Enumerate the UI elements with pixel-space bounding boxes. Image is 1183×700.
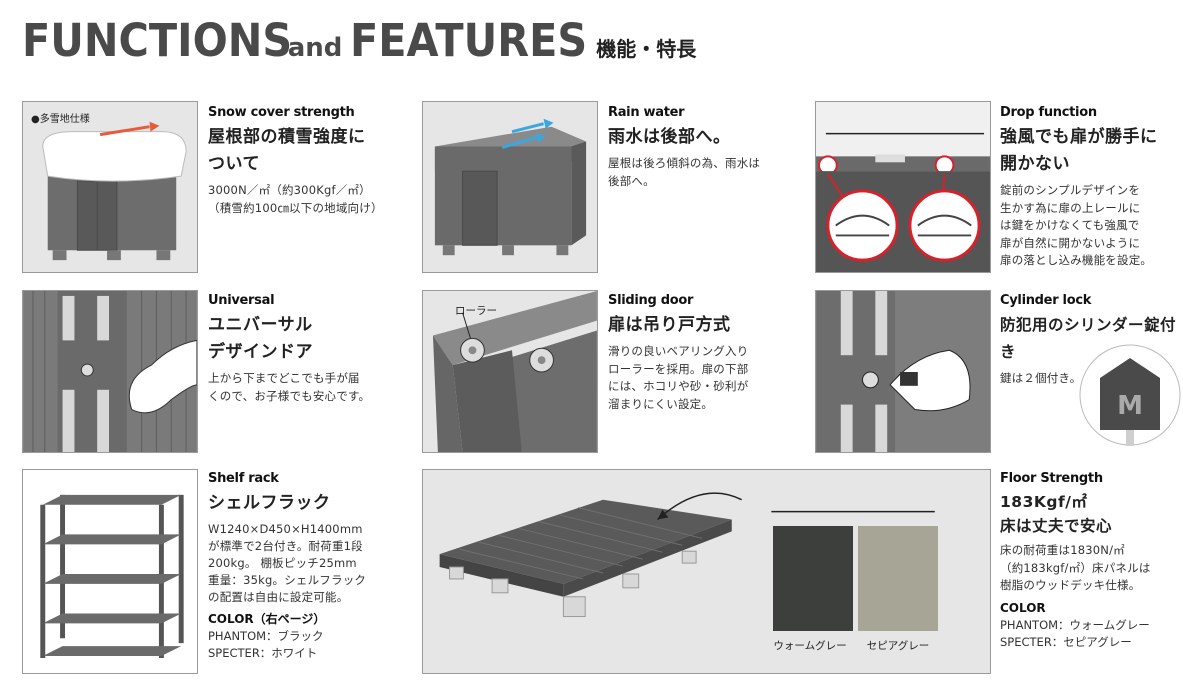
drop-desc: 錠前のシンプルデザインを 生かす為に扉の上レールに は鍵をかけなくても強風で 扉… xyxy=(1000,183,1153,267)
key-icon: M xyxy=(1079,344,1181,446)
shelf-colors: PHANTOM：ブラック SPECTER：ホワイト xyxy=(208,629,324,660)
drop-subtitle: 強風でも扉が勝手に 開かない xyxy=(1000,127,1158,174)
swatch-warm-grey xyxy=(773,526,853,631)
cylinder-desc: 鍵は２個付き。 xyxy=(1000,371,1082,385)
feature-cylinder: Cylinder lock 防犯用のシリンダー錠付き 鍵は２個付き。 xyxy=(1000,292,1183,388)
feature-universal: Universal ユニバーサル デザインドア 上から下までどこでも手が届 くの… xyxy=(208,292,418,405)
shelf-illustration xyxy=(22,469,198,674)
floor-desc: 床の耐荷重は1830N/㎡ （約183kgf/㎡）床パネルは 樹脂のウッドデッキ… xyxy=(1000,543,1151,592)
title-functions: FUNCTIONS xyxy=(22,14,293,67)
universal-desc: 上から下までどこでも手が届 くので、お子様でも安心です。 xyxy=(208,371,371,403)
rain-subtitle: 雨水は後部へ。 xyxy=(608,127,731,147)
snow-desc: 3000N／㎡（約300Kgf／㎡） （積雪約100㎝以下の地域向け） xyxy=(208,183,383,215)
cylinder-illustration xyxy=(815,290,991,453)
drop-rail-image xyxy=(816,102,990,272)
floor-color-label: COLOR xyxy=(1000,600,1046,615)
floor-title: Floor Strength xyxy=(1000,471,1103,486)
rain-desc: 屋根は後ろ傾斜の為、雨水は 後部へ。 xyxy=(608,156,761,188)
universal-illustration xyxy=(22,290,198,453)
snow-title: Snow cover strength xyxy=(208,105,355,120)
key-illustration: M xyxy=(1078,340,1182,450)
title-features: FEATURES xyxy=(350,14,588,67)
snow-illustration: ●多雪地仕様 xyxy=(22,101,198,273)
feature-drop: Drop function 強風でも扉が勝手に 開かない 錠前のシンプルデザイン… xyxy=(1000,104,1180,270)
universal-title: Universal xyxy=(208,293,275,308)
rain-title: Rain water xyxy=(608,105,685,120)
title-jp: 機能・特長 xyxy=(596,37,697,61)
swatch-sepia-grey-label: セピアグレー xyxy=(866,640,930,652)
sliding-title: Sliding door xyxy=(608,293,694,308)
sliding-desc: 滑りの良いベアリング入り ローラーを採用。扉の下部 には、ホコリや砂・砂利が 溜… xyxy=(608,344,749,411)
sliding-roller-image xyxy=(432,291,597,452)
universal-subtitle: ユニバーサル デザインドア xyxy=(208,315,313,362)
feature-floor: Floor Strength 183Kgf/㎡ 床は丈夫で安心 床の耐荷重は18… xyxy=(1000,470,1183,651)
snow-subtitle: 屋根部の積雪強度に ついて xyxy=(208,127,366,174)
shelf-color-label: COLOR（右ページ） xyxy=(208,612,326,626)
shelf-desc: W1240×D450×H1400mm が標準で2台付き。耐荷重1段 200kg。… xyxy=(208,522,367,604)
page-header: FUNCTIONS and FEATURES 機能・特長 xyxy=(22,14,696,74)
roller-label: ローラー xyxy=(455,305,497,317)
cylinder-subtitle: 防犯用のシリンダー錠付き xyxy=(1000,316,1177,361)
feature-snow: Snow cover strength 屋根部の積雪強度に ついて 3000N／… xyxy=(208,104,418,217)
floor-illustration: ウォームグレー セピアグレー xyxy=(422,469,991,674)
sliding-subtitle: 扉は吊り戸方式 xyxy=(608,315,731,335)
swatch-warm-grey-label: ウォームグレー xyxy=(773,640,847,652)
key-letter: M xyxy=(1117,391,1143,421)
shelf-title: Shelf rack xyxy=(208,471,279,486)
title-and: and xyxy=(287,33,343,63)
cylinder-title: Cylinder lock xyxy=(1000,293,1092,308)
cylinder-lock-image xyxy=(816,291,990,452)
rain-shed-image xyxy=(434,118,587,256)
feature-rain: Rain water 雨水は後部へ。 屋根は後ろ傾斜の為、雨水は 後部へ。 xyxy=(608,104,808,190)
drop-illustration xyxy=(815,101,991,273)
swatch-sepia-grey xyxy=(858,526,938,631)
feature-shelf: Shelf rack シェルフラック W1240×D450×H1400mm が標… xyxy=(208,470,408,662)
floor-deck-image xyxy=(439,492,935,618)
universal-door-image xyxy=(23,291,197,452)
snow-shed-image xyxy=(42,121,187,261)
sliding-illustration: ローラー xyxy=(422,290,598,453)
feature-sliding: Sliding door 扉は吊り戸方式 滑りの良いベアリング入り ローラーを採… xyxy=(608,292,808,413)
floor-colors: PHANTOM：ウォームグレー SPECTER：セピアグレー xyxy=(1000,617,1150,649)
shelf-rack-image xyxy=(40,494,184,659)
rain-illustration xyxy=(422,101,598,273)
shelf-subtitle: シェルフラック xyxy=(208,493,331,513)
snow-badge: ●多雪地仕様 xyxy=(31,114,90,125)
drop-title: Drop function xyxy=(1000,105,1097,120)
floor-subtitle: 183Kgf/㎡ 床は丈夫で安心 xyxy=(1000,493,1113,535)
